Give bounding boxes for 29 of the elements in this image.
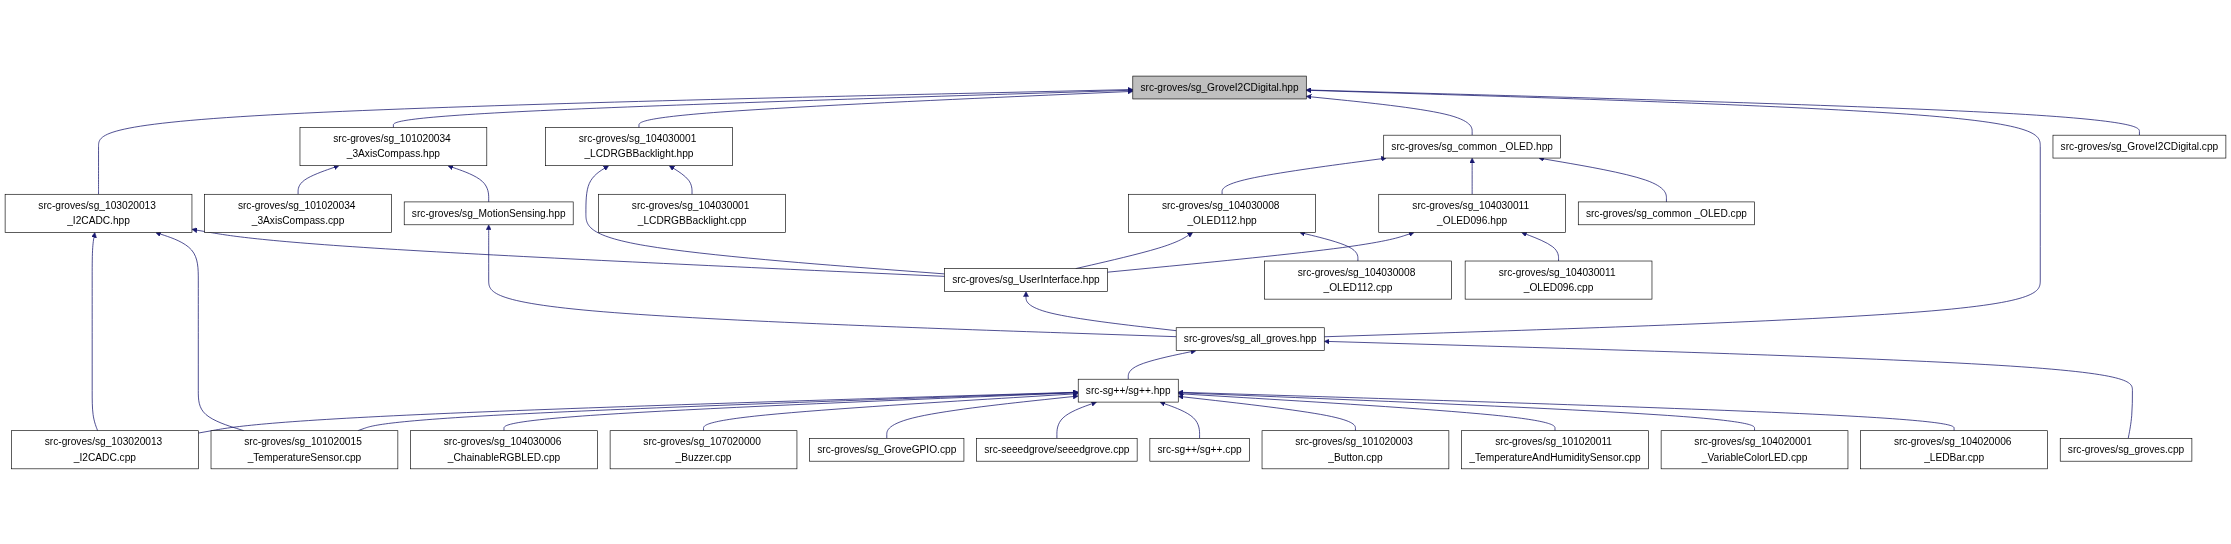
node-box: src-groves/sg_104030008 _OLED112.cpp — [1264, 260, 1452, 299]
node-box: src-groves/sg_103020013 _I2CADC.hpp — [4, 193, 193, 233]
node-box: src-groves/sg_104020006 _LEDBar.cpp — [1860, 429, 2048, 469]
node-box: src-groves/sg_104030006 _ChainableRGBLED.cpp — [410, 429, 598, 469]
node-box: src-sg++/sg++.cpp — [1149, 437, 1250, 462]
node-box: src-groves/sg_GroveI2CDigital.cpp — [2052, 134, 2227, 158]
node-box: src-groves/sg_107020000 _Buzzer.cpp — [609, 429, 798, 469]
node-box: src-groves/sg_104030001 _LCDRGBBacklight.hpp — [545, 126, 733, 166]
node-box: src-groves/sg_common _OLED.cpp — [1577, 201, 1755, 225]
node-box: src-groves/sg_UserInterface.hpp — [944, 267, 1108, 292]
node-box: src-seeedgrove/seeedgrove.cpp — [976, 437, 1138, 462]
node-box: src-sg++/sg++.hpp — [1077, 378, 1179, 402]
node-box: src-groves/sg_104030011 _OLED096.hpp — [1378, 193, 1566, 233]
node-box: src-groves/sg_101020011 _TemperatureAndHumiditySensor.cpp — [1461, 429, 1649, 469]
node-box: src-groves/sg_104030001 _LCDRGBBacklight.cpp — [598, 193, 786, 233]
node-box: src-groves/sg_MotionSensing.hpp — [403, 201, 574, 225]
node-box: src-groves/sg_101020015 _TemperatureSensor.cpp — [210, 429, 399, 469]
node-box: src-groves/sg_104030008 _OLED112.hpp — [1128, 193, 1316, 233]
node-box: src-groves/sg_GroveGPIO.cpp — [809, 437, 965, 462]
node-box: src-groves/sg_104020001 _VariableColorLED.cpp — [1660, 429, 1849, 469]
node-box: src-groves/sg_101020034 _3AxisCompass.cpp — [204, 193, 392, 233]
node-box: src-groves/sg_GroveI2CDigital.hpp — [1132, 75, 1307, 99]
node-box: src-groves/sg_103020013 _I2CADC.cpp — [11, 429, 199, 469]
node-box: src-groves/sg_101020003 _Button.cpp — [1261, 429, 1450, 469]
node-box: src-groves/sg_101020034 _3AxisCompass.hpp — [299, 126, 488, 166]
node-box: src-groves/sg_common _OLED.hpp — [1383, 134, 1561, 158]
node-box: src-groves/sg_104030011 _OLED096.cpp — [1464, 260, 1653, 299]
node-box: src-groves/sg_all_groves.hpp — [1175, 326, 1325, 351]
node-box: src-groves/sg_groves.cpp — [2059, 437, 2193, 462]
